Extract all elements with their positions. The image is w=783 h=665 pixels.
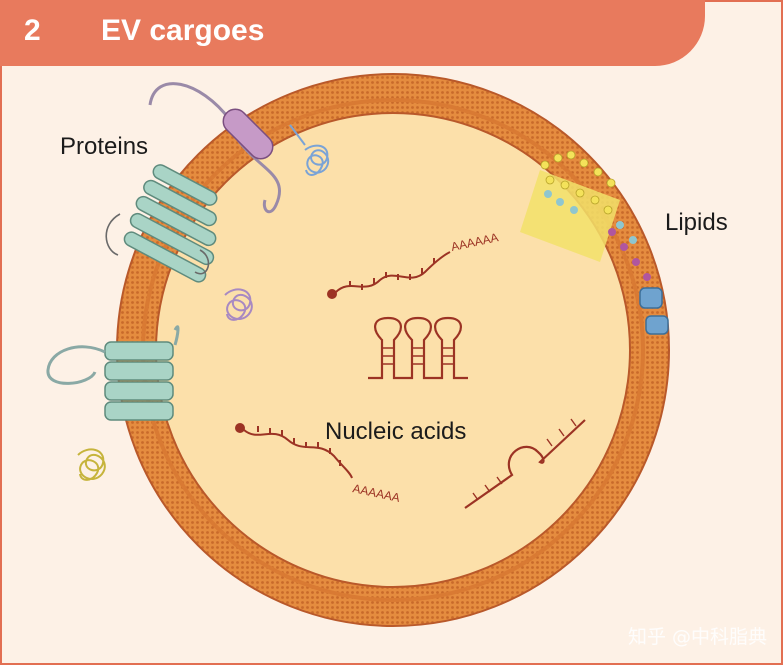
label-nucleic-acids: Nucleic acids: [325, 418, 467, 445]
mrna-upper: [327, 251, 451, 299]
lipid-raft: [520, 150, 656, 298]
mrna-lower: [235, 423, 353, 479]
panel-header: 2 EV cargoes: [0, 0, 705, 66]
multipass-protein-upper: [105, 164, 218, 283]
label-lipids: Lipids: [665, 209, 728, 236]
dna-fragment: [464, 418, 586, 509]
coiled-protein-yellow: [77, 448, 106, 481]
transmembrane-protein-top: [148, 82, 282, 214]
transmembrane-channel: [639, 287, 669, 335]
coiled-protein-purple: [224, 288, 253, 321]
multipass-protein-lower: [46, 325, 180, 421]
watermark: 知乎 @中科脂典: [627, 626, 767, 648]
label-proteins: Proteins: [60, 133, 149, 160]
hairpin-rna: [368, 316, 468, 380]
coiled-protein-blue: [289, 124, 330, 176]
panel-title: EV cargoes: [101, 14, 265, 47]
panel-number: 2: [24, 14, 41, 47]
